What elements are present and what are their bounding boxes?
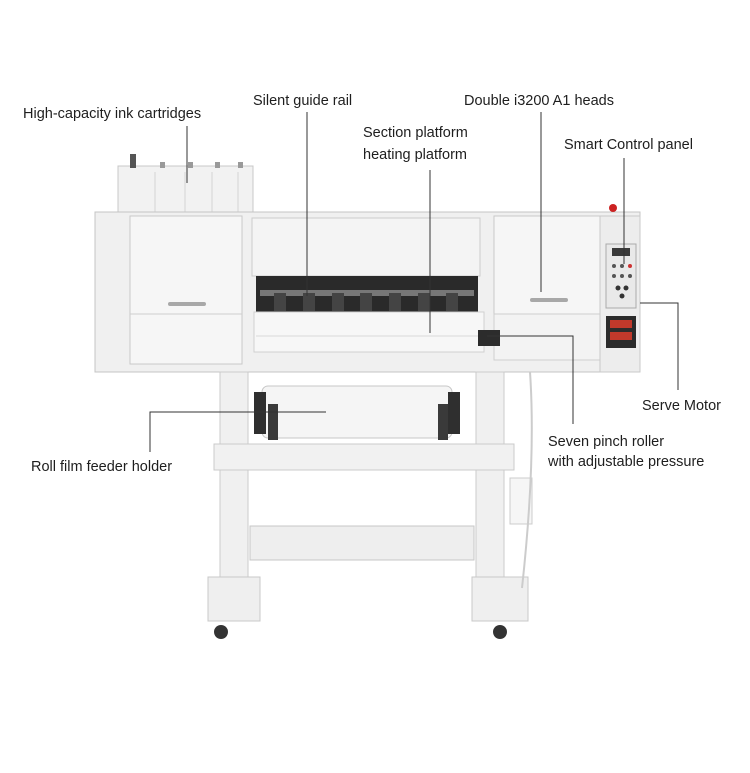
print-window [251, 217, 500, 353]
leader-feeder [149, 411, 326, 452]
label-heads: Double i3200 A1 heads [464, 93, 614, 109]
label-ink-cartridges: High-capacity ink cartridges [23, 106, 202, 122]
label-platform-line2: heating platform [363, 147, 467, 163]
label-pinch-line1: Seven pinch roller [548, 434, 665, 450]
ink-cartridge-box [117, 154, 254, 217]
label-guide-rail: Silent guide rail [253, 93, 353, 109]
label-platform-line1: Section platform [363, 125, 468, 141]
label-serve-motor: Serve Motor [642, 398, 721, 414]
label-feeder: Roll film feeder holder [31, 459, 173, 475]
leader-pinch-roller [487, 335, 574, 424]
control-panel-hardware [605, 204, 637, 348]
label-control-panel: Smart Control panel [564, 137, 693, 153]
leader-serve-motor [640, 302, 679, 390]
film-roll [254, 385, 460, 440]
leader-lines [149, 112, 679, 452]
stand [207, 371, 533, 639]
label-pinch-line2: with adjustable pressure [548, 454, 705, 470]
